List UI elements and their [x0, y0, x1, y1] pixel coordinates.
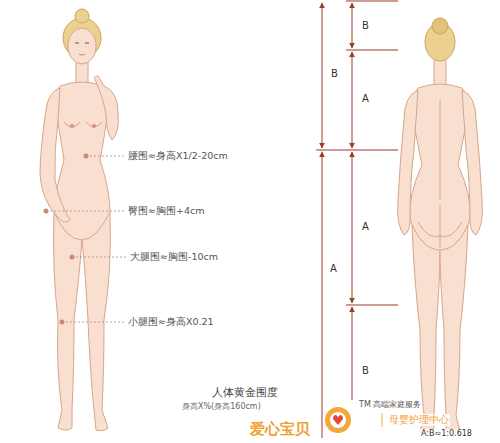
logo-divider: [382, 413, 383, 427]
right-leg: [82, 212, 110, 431]
right-arm: [94, 76, 118, 140]
leader-dot: [60, 320, 65, 325]
ruler-arrow: [352, 52, 353, 148]
mouth: [79, 54, 85, 55]
ruler-letter: A: [362, 93, 369, 105]
callout-label: 大腿围≈胸围-10cm: [130, 251, 218, 262]
leader-line: [62, 322, 124, 323]
right-leg: [440, 225, 468, 434]
ruler-letter: A: [362, 221, 369, 233]
ruler-arrow: [352, 152, 353, 303]
left-arm: [398, 90, 418, 235]
eyes: [75, 42, 89, 43]
nipple: [92, 124, 96, 128]
leader-dots: [44, 154, 89, 325]
leader-line: [72, 257, 126, 258]
breasts: [64, 122, 102, 127]
callout-label: 臀围≈胸围+4cm: [128, 205, 204, 216]
leader-lines: [46, 156, 126, 322]
leader-dot: [44, 209, 49, 214]
ruler-letter: B: [331, 68, 338, 80]
ruler-tick: [316, 150, 398, 151]
proportion-ruler: [316, 1, 398, 438]
front-figure: [40, 9, 118, 431]
back-lines: [418, 100, 462, 248]
diagram-caption: 身高X%(身高160cm): [182, 402, 261, 412]
ruler-letter: A: [330, 263, 337, 275]
leader-dot: [84, 154, 89, 159]
ruler-tick: [346, 50, 398, 51]
ruler-tick: [346, 305, 398, 306]
ruler-arrow: [322, 152, 323, 438]
emblem-heart: [333, 415, 343, 425]
ruler-letter: B: [362, 20, 369, 32]
hair-bun: [432, 18, 448, 34]
ruler-tick: [346, 1, 398, 2]
leader-line: [46, 211, 124, 212]
logo-emblem: [325, 407, 351, 433]
brand-service: 母婴护理中心: [388, 414, 450, 426]
brand-tagline: TM 高端家庭服务: [358, 400, 422, 410]
ruler-arrow: [352, 3, 353, 48]
left-arm: [40, 88, 70, 222]
front-details: [70, 43, 96, 128]
leader-line: [86, 156, 124, 157]
brand-name: 爱心宝贝: [250, 420, 310, 438]
right-arm: [462, 90, 482, 235]
nipple: [70, 124, 74, 128]
hair-bun: [75, 9, 89, 23]
emblem-ring: [325, 407, 351, 433]
emblem-core: [330, 412, 346, 428]
ruler-arrow: [322, 3, 323, 148]
left-leg: [54, 210, 83, 430]
torso: [410, 84, 471, 250]
back-figure: [398, 18, 483, 434]
face: [68, 28, 96, 64]
ratio-note: A:B≈1:0.618: [420, 429, 473, 439]
ruler-letter: B: [362, 365, 369, 377]
ruler-arrow: [352, 307, 353, 400]
leader-dot: [70, 255, 75, 260]
callout-label: 腰围≈身高X1/2-20cm: [128, 150, 228, 161]
diagram-title: 人体黄金围度: [212, 386, 278, 399]
callout-label: 小腿围≈身高X0.21: [128, 316, 214, 327]
